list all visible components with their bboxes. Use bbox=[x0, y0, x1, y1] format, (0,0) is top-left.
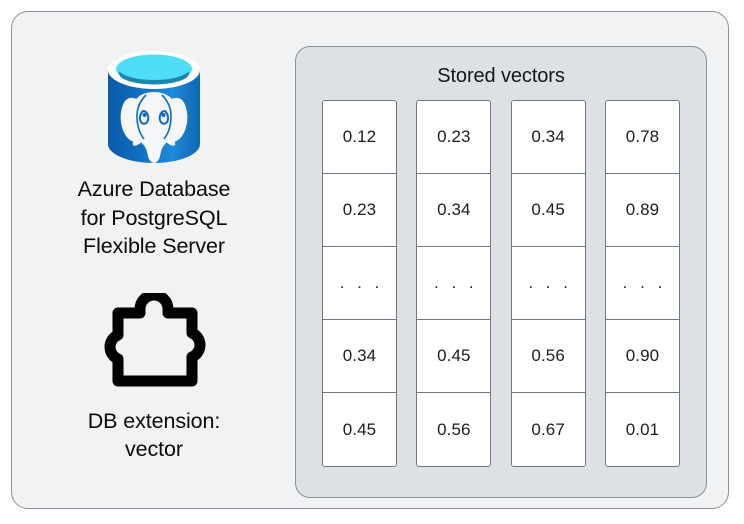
vector-cell: 0.78 bbox=[605, 101, 679, 174]
vector-cell: 0.01 bbox=[605, 393, 679, 466]
stored-vectors-title: Stored vectors bbox=[437, 65, 565, 87]
vector-cell: 0.90 bbox=[605, 320, 679, 393]
vector-cell: 0.45 bbox=[323, 393, 396, 466]
database-caption-line-2: for PostgreSQL bbox=[80, 205, 228, 230]
vector-cell: 0.34 bbox=[323, 320, 396, 393]
vector-column: 0.12 0.23 . . . 0.34 0.45 bbox=[322, 100, 397, 467]
vector-cell: 0.45 bbox=[511, 174, 585, 247]
puzzle-piece-icon bbox=[96, 292, 212, 397]
vector-cell: 0.89 bbox=[605, 174, 679, 247]
database-caption-line-3: Flexible Server bbox=[83, 234, 225, 258]
vector-cell: 0.45 bbox=[417, 320, 491, 393]
vector-cell-ellipsis: . . . bbox=[417, 247, 491, 320]
vector-grid: 0.12 0.23 . . . 0.34 0.45 0.23 0.34 . . … bbox=[322, 100, 680, 467]
azure-postgresql-database-cylinder-icon bbox=[102, 48, 206, 166]
diagram-outer-frame: Azure Database for PostgreSQL Flexible S… bbox=[11, 11, 729, 509]
database-caption: Azure Database for PostgreSQL Flexible S… bbox=[78, 175, 231, 261]
vector-column: 0.23 0.34 . . . 0.45 0.56 bbox=[416, 100, 492, 467]
extension-caption-line-2: vector bbox=[125, 437, 183, 461]
vector-cell: 0.23 bbox=[323, 174, 396, 247]
vector-cell: 0.56 bbox=[417, 393, 491, 466]
vector-cell-ellipsis: . . . bbox=[323, 247, 396, 320]
vector-cell: 0.12 bbox=[323, 101, 396, 174]
vector-cell: 0.34 bbox=[511, 101, 585, 174]
vector-cell: 0.56 bbox=[511, 320, 585, 393]
extension-caption: DB extension: vector bbox=[88, 407, 221, 464]
extension-caption-line-1: DB extension: bbox=[87, 408, 221, 433]
vector-cell: 0.23 bbox=[417, 101, 491, 174]
stored-vectors-panel: Stored vectors 0.12 0.23 . . . 0.34 0.45… bbox=[295, 46, 707, 498]
vector-cell-ellipsis: . . . bbox=[511, 247, 585, 320]
vector-column: 0.78 0.89 . . . 0.90 0.01 bbox=[604, 100, 680, 467]
database-caption-line-1: Azure Database bbox=[77, 177, 231, 201]
vector-column: 0.34 0.45 . . . 0.56 0.67 bbox=[510, 100, 586, 467]
vector-cell-ellipsis: . . . bbox=[605, 247, 679, 320]
vector-cell: 0.34 bbox=[417, 174, 491, 247]
vector-cell: 0.67 bbox=[511, 393, 585, 466]
database-pane: Azure Database for PostgreSQL Flexible S… bbox=[30, 42, 278, 482]
